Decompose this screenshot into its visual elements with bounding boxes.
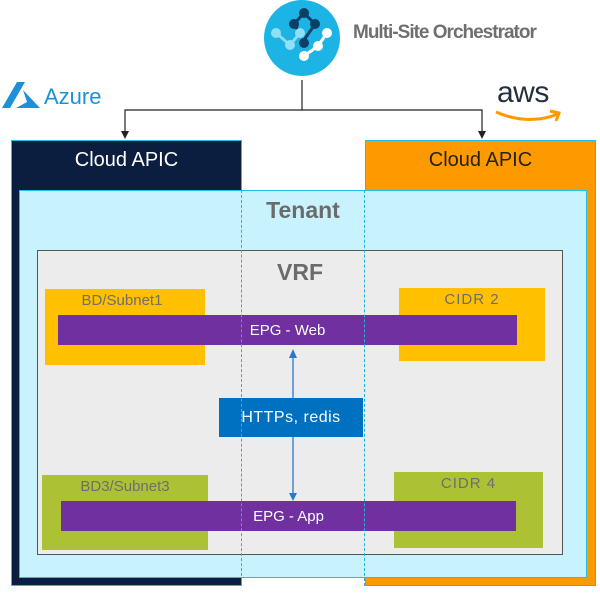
epg-web-label: EPG - Web <box>249 321 326 339</box>
cidr-4-label: CIDR 4 <box>440 475 497 492</box>
aws-smile-icon <box>495 109 562 122</box>
multi-site-orchestrator-logo <box>264 0 340 76</box>
azure-site-boundary <box>241 190 242 586</box>
aws-site-boundary <box>364 190 365 586</box>
vrf-title: VRF <box>277 259 323 285</box>
contract-https-redis: HTTPs, redis <box>219 398 363 437</box>
orchestrator-title: Multi-Site Orchestrator <box>353 22 537 43</box>
bd-subnet1-label: BD/Subnet1 <box>81 292 163 309</box>
aws-label: aws <box>497 76 549 109</box>
tenant-title: Tenant <box>266 197 340 223</box>
epg-web: EPG - Web <box>58 315 517 345</box>
epg-app-label: EPG - App <box>253 507 324 525</box>
aws-cloud-apic-title: Cloud APIC <box>428 149 533 171</box>
bd3-subnet3-label: BD3/Subnet3 <box>80 478 170 495</box>
azure-logo-icon <box>2 82 40 108</box>
cidr-2-label: CIDR 2 <box>444 291 500 308</box>
azure-label: Azure <box>44 84 102 109</box>
azure-cloud-apic-title: Cloud APIC <box>74 149 179 171</box>
epg-app: EPG - App <box>61 501 516 531</box>
contract-label: HTTPs, redis <box>241 408 341 426</box>
